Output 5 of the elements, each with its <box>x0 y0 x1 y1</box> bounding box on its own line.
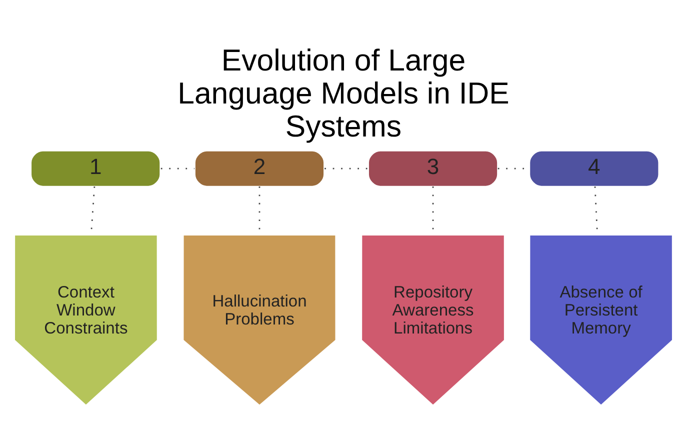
node-box: 3 <box>368 150 498 188</box>
node-box: 1 <box>30 150 161 188</box>
node-box: 4 <box>528 150 660 188</box>
diagram-title: Evolution of Large Language Models in IDE Systems <box>178 44 510 144</box>
node-box: 2 <box>194 150 325 188</box>
